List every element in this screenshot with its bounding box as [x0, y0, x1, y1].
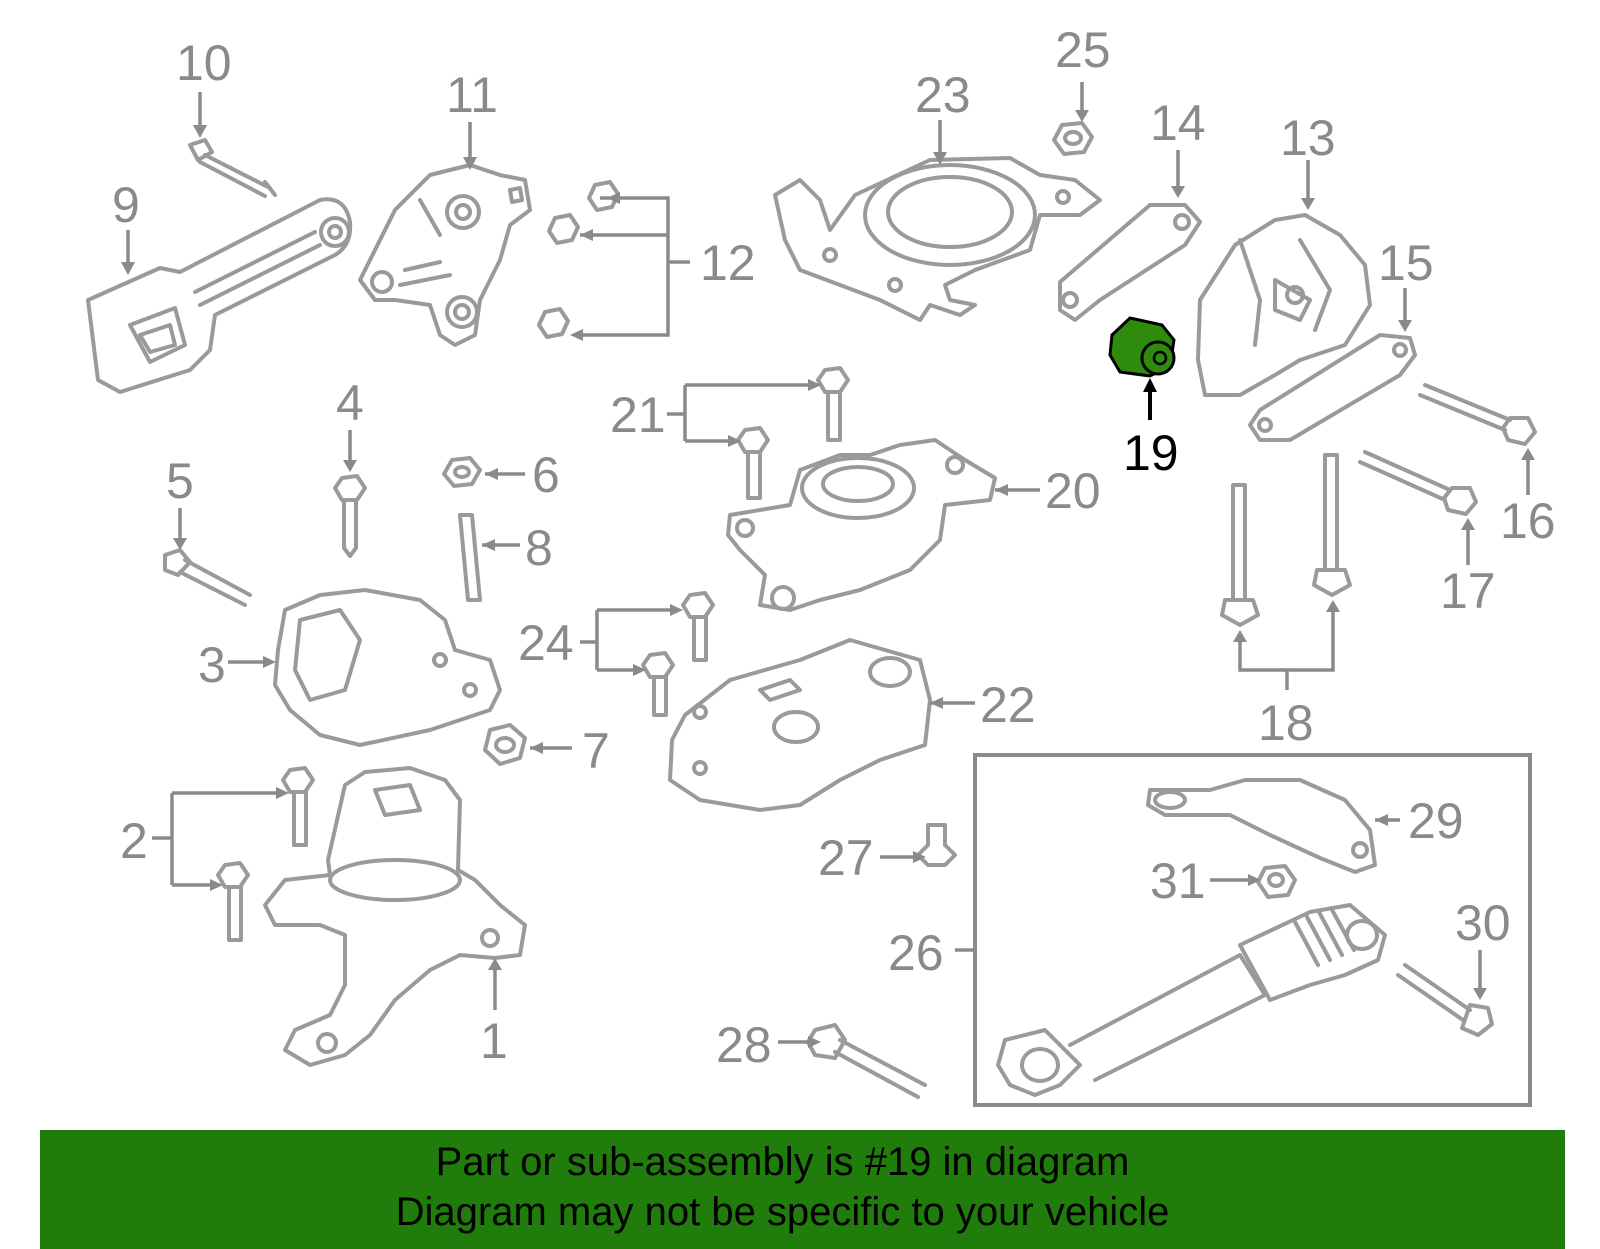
- label-12: 12: [700, 235, 756, 291]
- part-13-mount: [1196, 213, 1372, 397]
- part-25-nut: [1052, 121, 1094, 156]
- part-26-strut: [996, 903, 1387, 1097]
- label-18: 18: [1258, 695, 1314, 751]
- label-11: 11: [446, 67, 498, 123]
- label-14: 14: [1150, 95, 1206, 151]
- part-7-nut: [483, 723, 527, 766]
- label-28: 28: [716, 1017, 772, 1073]
- label-8: 8: [525, 520, 553, 576]
- part-19-bushing: [1108, 316, 1176, 378]
- part-9-torque-rod: [86, 197, 353, 394]
- label-10: 10: [176, 35, 232, 91]
- part-16-bolt: [1418, 383, 1537, 446]
- label-16: 16: [1500, 493, 1556, 549]
- part-30-bolt: [1396, 963, 1494, 1037]
- label-25: 25: [1055, 22, 1111, 78]
- part-24-bolts: [641, 591, 715, 717]
- part-15-bracket: [1248, 333, 1417, 442]
- part-14-bracket: [1058, 203, 1202, 322]
- label-7: 7: [582, 723, 610, 779]
- caption-line-1: Part or sub-assembly is #19 in diagram: [435, 1140, 1130, 1184]
- part-12-nuts: [537, 180, 620, 339]
- part-21-bolts: [736, 366, 850, 500]
- label-4: 4: [336, 375, 364, 431]
- label-5: 5: [166, 453, 194, 509]
- label-31: 31: [1150, 853, 1206, 909]
- part-11-bracket: [358, 163, 532, 347]
- part-5-bolt: [163, 548, 252, 607]
- label-1: 1: [480, 1013, 508, 1069]
- caption-line-2: Diagram may not be specific to your vehi…: [395, 1190, 1170, 1234]
- part-28-bolt: [806, 1023, 927, 1099]
- label-9: 9: [112, 177, 140, 233]
- part-29-bracket: [1146, 778, 1377, 874]
- label-29: 29: [1408, 793, 1464, 849]
- label-19: 19: [1123, 425, 1179, 481]
- leader-lines: [121, 82, 1535, 1048]
- label-3: 3: [198, 637, 226, 693]
- label-26: 26: [888, 925, 944, 981]
- part-31-nut: [1256, 864, 1297, 899]
- label-20: 20: [1045, 463, 1101, 519]
- label-6: 6: [532, 447, 560, 503]
- inset-box: [973, 753, 1532, 1107]
- part-2-bolts: [216, 766, 315, 942]
- part-17-bolt: [1358, 450, 1478, 516]
- label-15: 15: [1378, 235, 1434, 291]
- part-10-bolt: [188, 138, 277, 198]
- part-1-mount: [263, 766, 527, 1067]
- part-4-bolt: [333, 474, 367, 558]
- label-13: 13: [1280, 110, 1336, 166]
- part-labels: 10 11 9 12 23 25 14 13 15 19 16 17 18 21…: [112, 22, 1556, 1073]
- label-24: 24: [518, 615, 574, 671]
- part-27-pin: [916, 823, 957, 867]
- part-22-mount: [668, 638, 932, 812]
- part-18-studs: [1220, 453, 1352, 627]
- label-22: 22: [980, 677, 1036, 733]
- label-2: 2: [120, 813, 148, 869]
- label-17: 17: [1440, 563, 1496, 619]
- label-27: 27: [818, 830, 874, 886]
- part-3-mount: [273, 588, 502, 747]
- part-8-pin: [458, 513, 482, 602]
- label-23: 23: [915, 67, 971, 123]
- part-6-nut: [442, 456, 482, 488]
- part-23-mount: [773, 156, 1102, 322]
- label-21: 21: [610, 387, 666, 443]
- caption-bar: Part or sub-assembly is #19 in diagram D…: [40, 1130, 1565, 1249]
- label-30: 30: [1455, 895, 1511, 951]
- part-20-mount: [726, 438, 997, 612]
